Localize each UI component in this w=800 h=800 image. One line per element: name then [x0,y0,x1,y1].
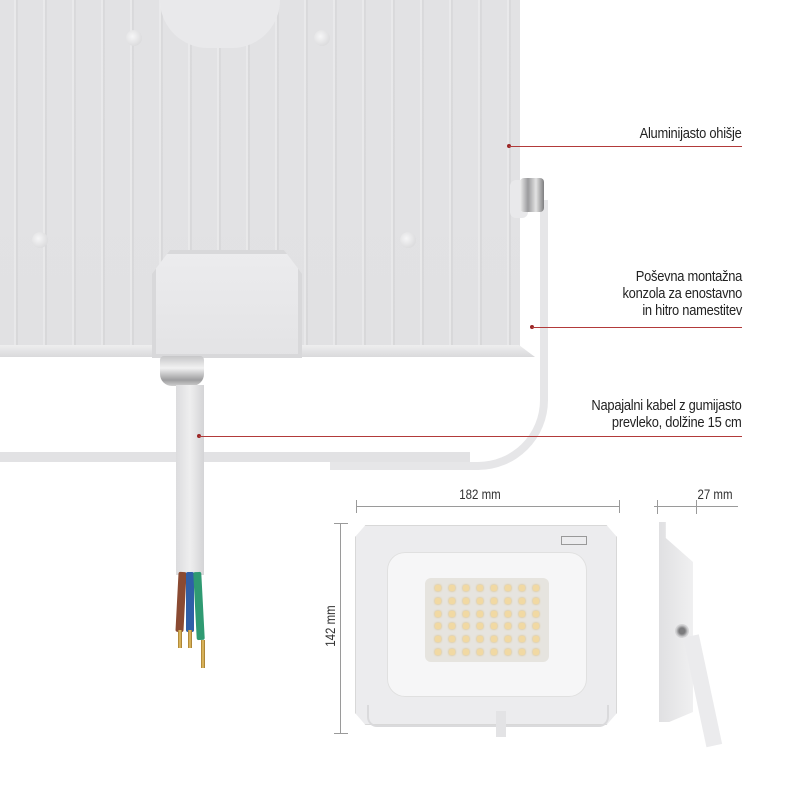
callout-line-housing [509,146,742,147]
wire-blue [186,572,194,632]
screw-boss [314,30,330,46]
wire-green [193,571,205,641]
dimension-tick [334,523,348,524]
wire-pin [201,640,205,668]
callout-cable: Napajalni kabel z gumijasto prevleko, do… [592,397,742,431]
dimension-line-height [340,524,341,734]
side-view-knob-icon [675,624,689,638]
callout-bracket: Poševna montažna konzola za enostavno in… [622,268,742,319]
callout-line-bracket [532,327,742,328]
wire-brown [175,571,187,633]
callout-bracket-line-2: konzola za enostavno [622,285,742,302]
cable-gland [160,356,204,386]
dimension-tick [657,500,658,514]
dimension-depth: 27 mm [697,486,733,502]
dimension-tick [619,500,620,513]
mounting-bracket-bar [0,452,470,462]
screw-boss [32,232,48,248]
power-cable [176,385,204,575]
callout-housing: Aluminijasto ohišje [640,125,742,142]
wire-pin [188,630,192,648]
brand-label [561,536,587,545]
bracket-bolt-icon [520,178,544,212]
front-view-cable [496,711,506,737]
dimension-tick [356,500,357,513]
callout-bracket-line-3: in hitro namestitev [642,302,742,319]
led-panel [425,578,549,662]
dimension-tick [696,500,697,514]
callout-cable-line-1: Napajalni kabel z gumijasto [591,397,742,414]
junction-box [152,250,302,358]
dimension-width: 182 mm [459,486,501,502]
screw-boss [400,232,416,248]
screw-boss [126,30,142,46]
callout-cable-line-2: prevleko, dolžine 15 cm [612,414,742,431]
wire-pin [178,630,182,648]
dimension-line-width [356,506,620,507]
callout-bracket-line-1: Poševna montažna [635,268,743,285]
callout-line-cable [199,436,742,437]
front-view-bracket [367,705,609,727]
side-view-housing [659,522,693,722]
mounting-bracket [330,200,548,470]
dimension-height: 142 mm [322,593,338,659]
dimension-tick [334,733,348,734]
